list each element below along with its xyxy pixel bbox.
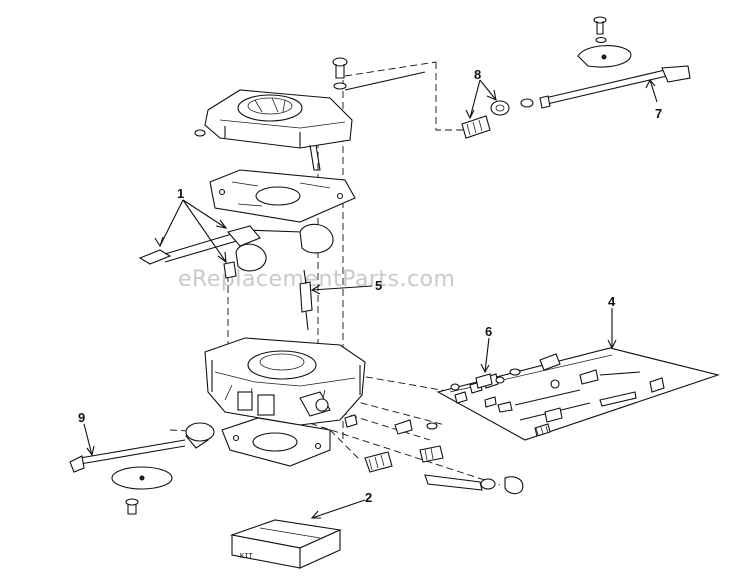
top-gasket — [209, 169, 356, 223]
callout-5: 5 — [375, 278, 382, 293]
repair-kit-box: KIT — [229, 519, 342, 569]
callout-8: 8 — [474, 67, 481, 82]
kit-box-label: KIT — [240, 552, 253, 560]
throttle-shaft-assembly — [69, 422, 215, 515]
float-assembly — [138, 223, 334, 279]
adjustment-screws — [344, 414, 524, 495]
part-8-components — [461, 98, 534, 139]
callout-7: 7 — [655, 106, 662, 121]
kit-contents-panel — [436, 347, 720, 441]
callout-9: 9 — [78, 410, 85, 425]
callout-1: 1 — [177, 186, 184, 201]
part-6-components — [450, 373, 505, 391]
callout-6: 6 — [485, 324, 492, 339]
watermark-text: eReplacementParts.com — [178, 267, 455, 292]
carburetor-top-cover — [194, 71, 426, 171]
base-gasket — [221, 417, 331, 467]
callout-2: 2 — [365, 490, 372, 505]
carburetor-body — [204, 337, 366, 426]
callout-labels: 1 2 4 5 6 7 8 9 — [78, 67, 662, 505]
callout-4: 4 — [608, 294, 616, 309]
top-screw — [332, 57, 348, 90]
leader-lines — [83, 79, 658, 519]
choke-shaft-assembly — [539, 16, 691, 109]
main-jet-needle — [299, 269, 313, 331]
